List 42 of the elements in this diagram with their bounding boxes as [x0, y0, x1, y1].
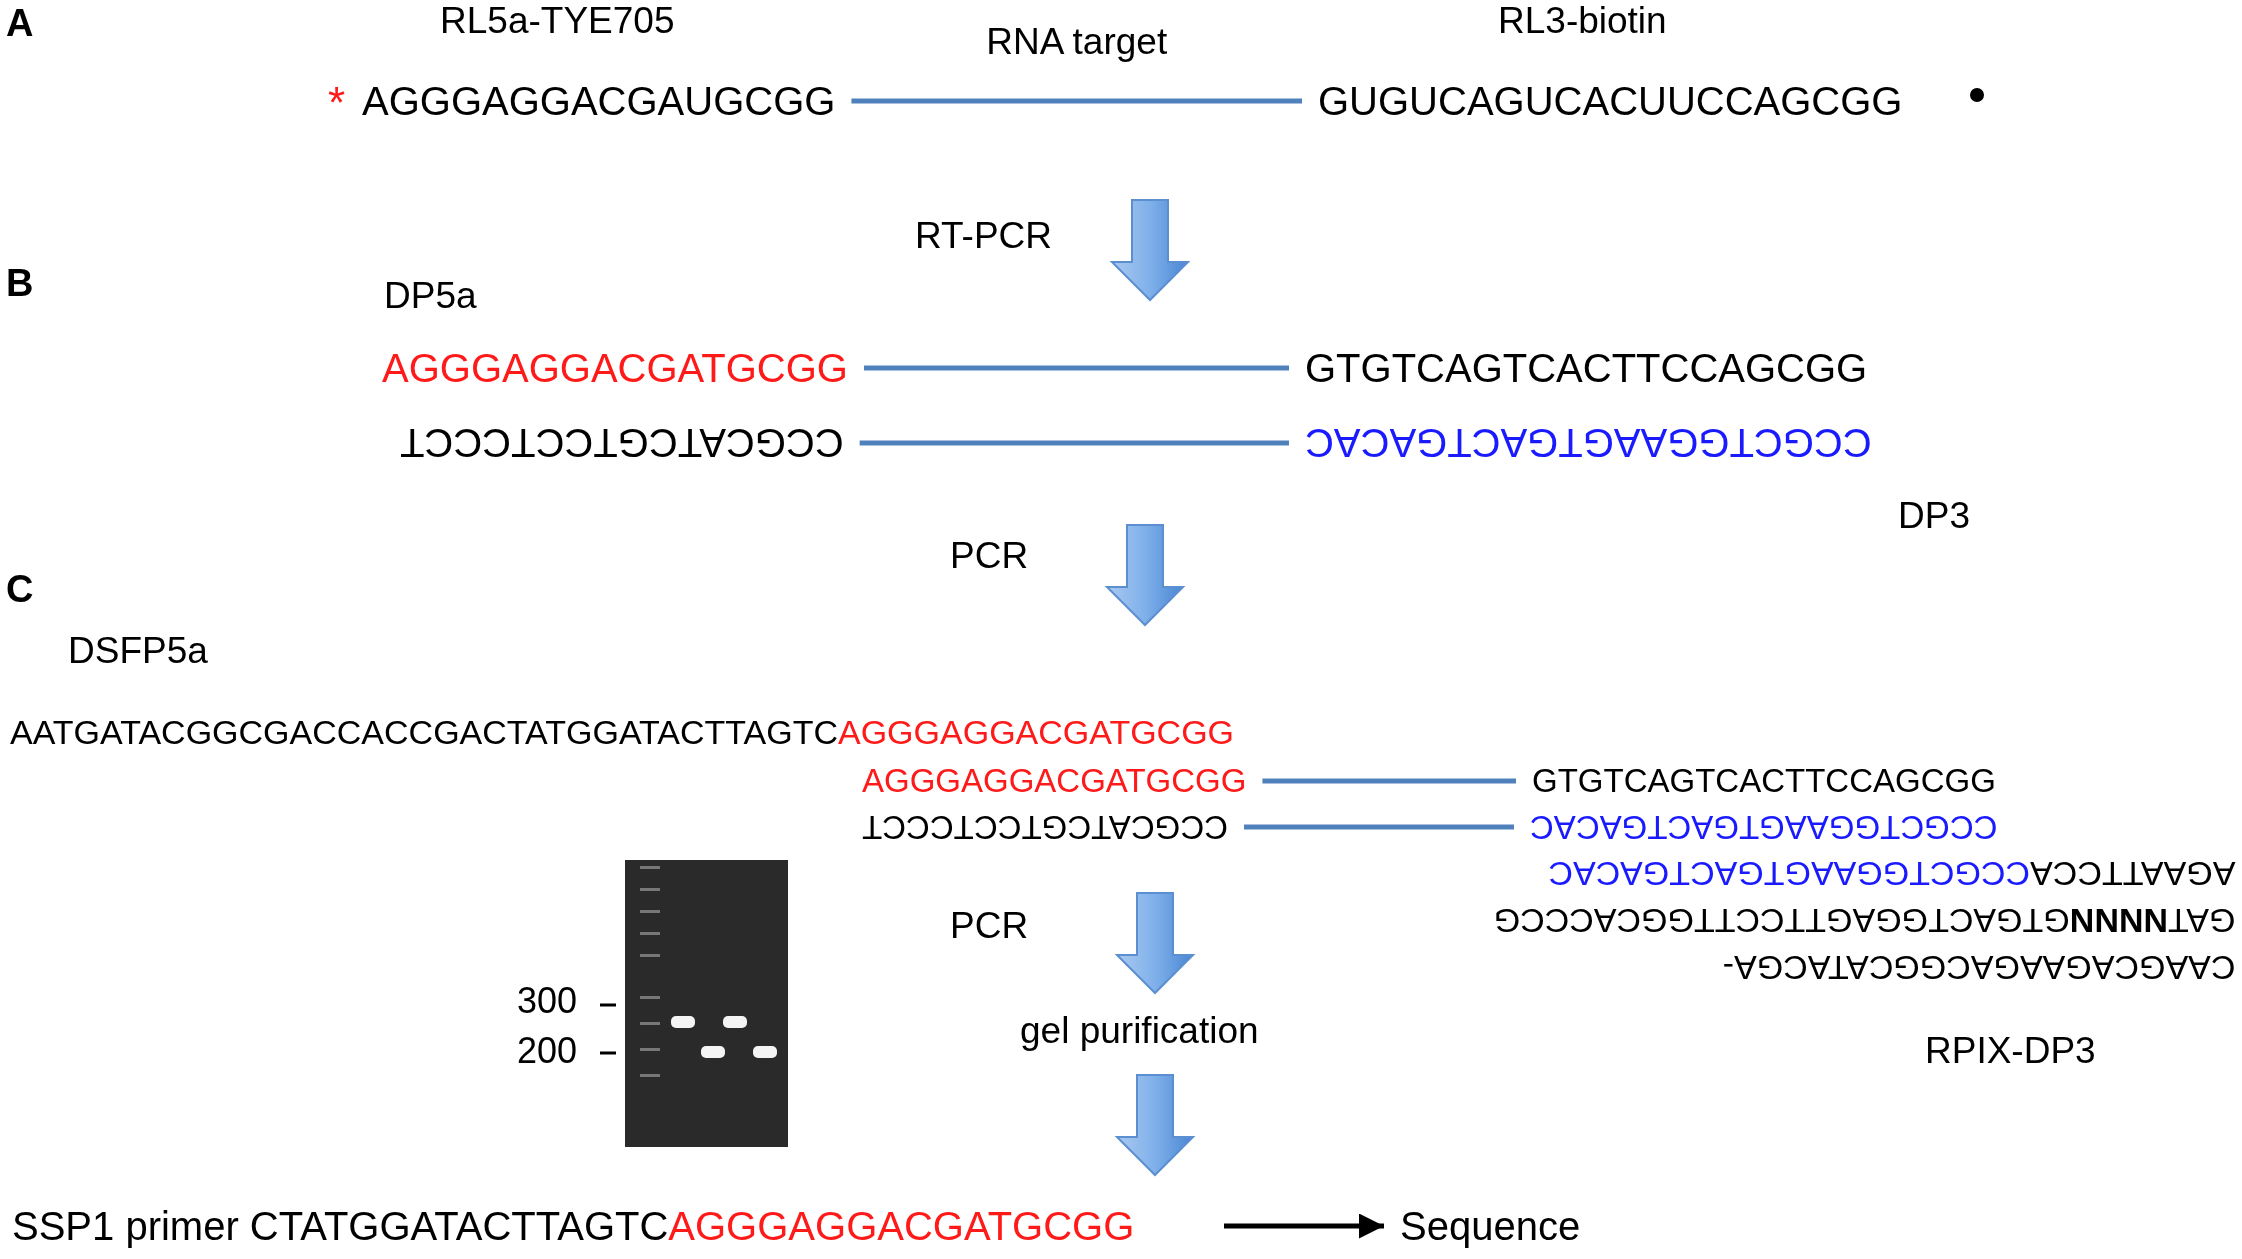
connector-line	[851, 98, 1302, 104]
size-marker: 300	[517, 980, 578, 1022]
sequence-text: CCGCATCGTCCTCCCT	[400, 420, 844, 466]
sequence-text: CCGCTGGAAGTGACTGACAC	[1305, 420, 1872, 466]
sequence-name: DSFP5a	[68, 630, 208, 673]
sequence-name: RL3-biotin	[1498, 0, 1667, 43]
panel-letter: C	[6, 568, 34, 612]
sequence-name: RL5a-TYE705	[440, 0, 675, 43]
sequence-text: CCGCATCGTCCTCCCT	[862, 808, 1228, 846]
asterisk-mark: *	[328, 78, 346, 129]
sequence-text: AGGGAGGACGATGCGG	[668, 1204, 1135, 1248]
connector-line	[1262, 778, 1516, 784]
sequence-name: RPIX-DP3	[1925, 1030, 2096, 1073]
sequence-text: CCGCTGGAAGTGACTGACAC	[1548, 855, 2031, 893]
sequence-text: AGAATTCCA	[2030, 855, 2236, 893]
size-marker: 200	[517, 1030, 578, 1072]
step-text: PCR	[950, 535, 1029, 578]
connector-line	[1244, 824, 1514, 830]
step-text: PCR	[950, 905, 1029, 948]
sequence-text: CAAGCAGAAGACGGCATACGA-	[1722, 949, 2236, 987]
sequence-text: GATNNNNGTGACTGGAGTTCCTTGGCACCCG	[1493, 902, 2236, 940]
edge-label: RNA target	[986, 21, 1168, 64]
step-text: gel purification	[1020, 1010, 1259, 1053]
sequence-text: AGGGAGGACGAUGCGG	[362, 79, 836, 123]
sequence-name: DP3	[1898, 495, 1970, 538]
sequence-text: AGGGAGGACGATGCGG	[838, 713, 1235, 751]
panel-letter: B	[6, 262, 34, 306]
sequence-text: AGGGAGGACGATGCGG	[862, 762, 1247, 799]
step-text: Sequence	[1400, 1204, 1581, 1248]
primer-sequence: SSP1 primer CTATGGATACTTAGTC	[12, 1204, 669, 1248]
connector-line	[859, 440, 1289, 446]
sequence-text: AGGGAGGACGATGCGG	[382, 346, 848, 390]
arrow	[1224, 1213, 1384, 1239]
sequence-text: GTGTCAGTCACTTCCAGCGG	[1532, 762, 1996, 799]
sequence-text: CCGCTGGAAGTGACTGACAC	[1530, 808, 1998, 846]
sequence-text: GUGUCAGUCACUUCCAGCGG	[1318, 79, 1903, 123]
sequence-text: GTGTCAGTCACTTCCAGCGG	[1305, 346, 1868, 390]
sequence-text: AATGATACGGCGACCACCGACTATGGATACTTAGTC	[10, 713, 838, 751]
step-text: RT-PCR	[915, 215, 1053, 258]
connector-line	[864, 365, 1289, 371]
sequence-name: DP5a	[384, 275, 477, 318]
panel-letter: A	[6, 2, 34, 46]
